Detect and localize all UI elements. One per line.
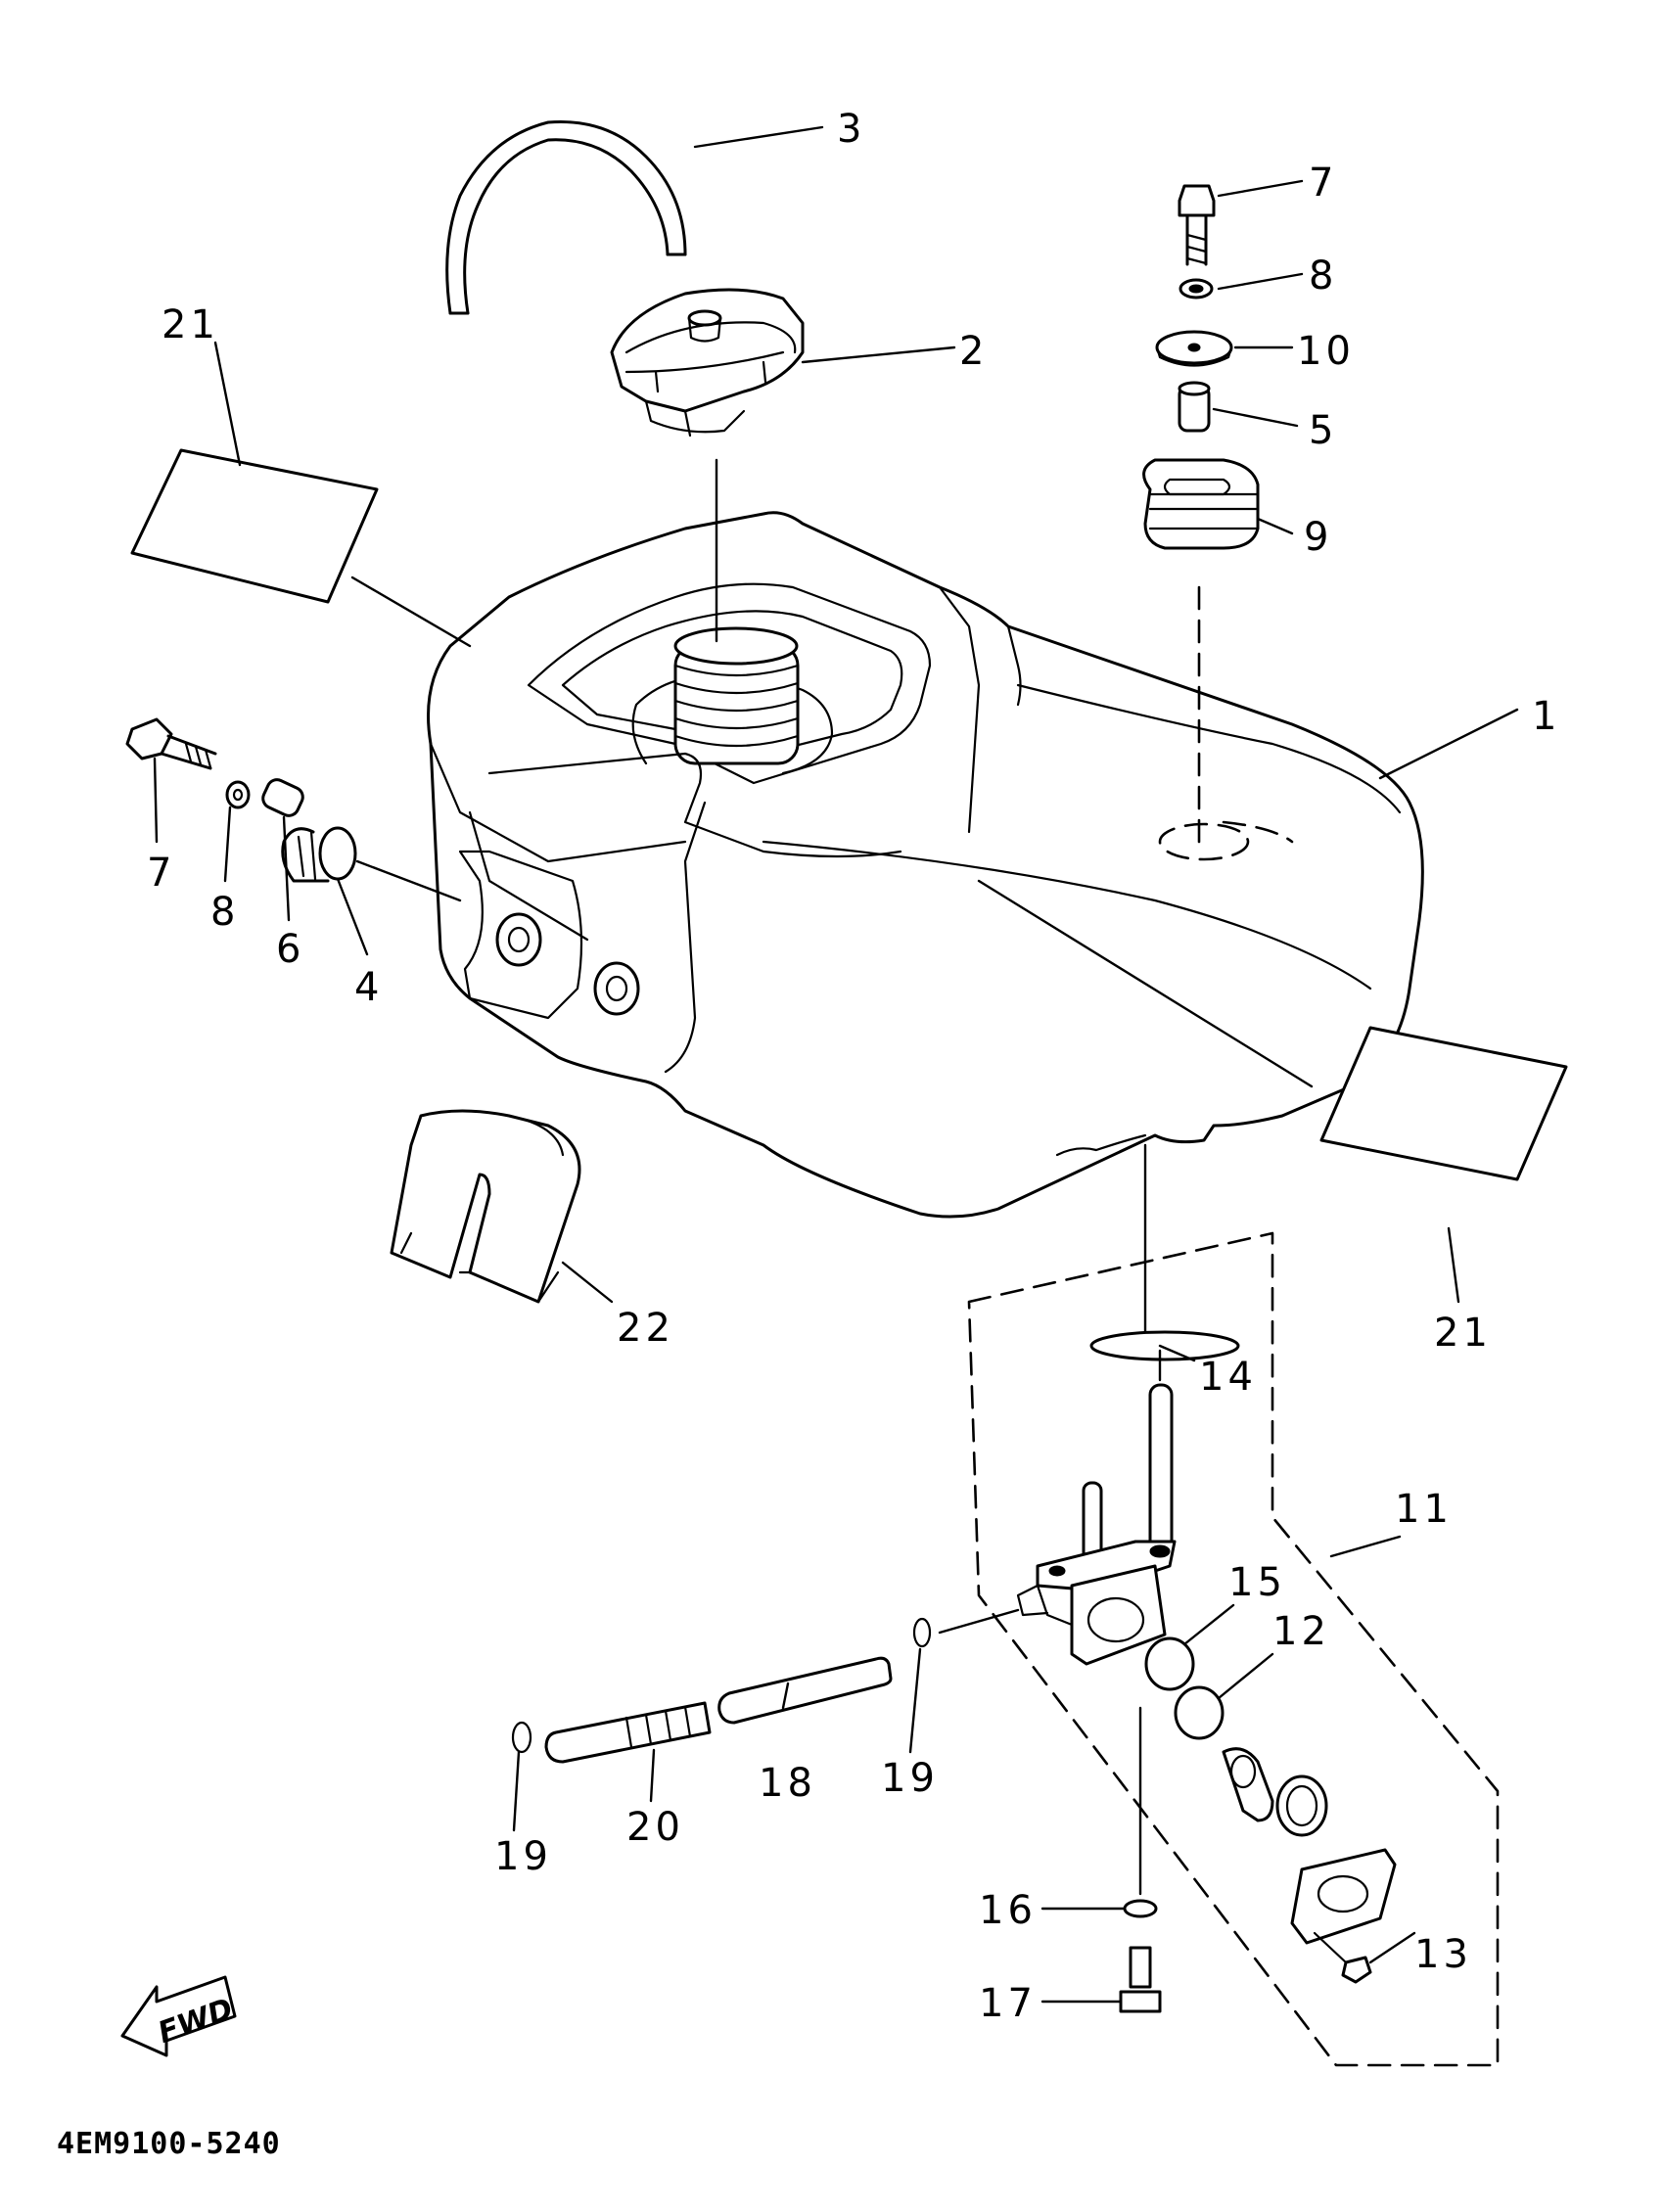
callout-2: 2: [959, 329, 988, 374]
callout-7-right: 7: [1309, 161, 1337, 206]
callout-17: 17: [979, 1981, 1037, 2026]
callout-1: 1: [1532, 694, 1560, 739]
decal-right: [1319, 1026, 1568, 1181]
hose-clip-right: [912, 1617, 932, 1648]
callout-leaders: [153, 125, 1519, 2004]
callout-9: 9: [1304, 515, 1332, 560]
fuel-pipe: [544, 1701, 712, 1764]
breather-hose: [445, 119, 687, 315]
fuel-tank: [427, 511, 1424, 1219]
hose-clip-left: [511, 1721, 532, 1754]
callout-labels: 1 2 3 4 5 6 7 7 8 8 9 10 11 12 13 14 15 …: [147, 107, 1560, 2026]
callout-21-right: 21: [1434, 1311, 1492, 1356]
callout-4: 4: [354, 965, 383, 1010]
part-code: 4EM9100-5240: [57, 2127, 281, 2161]
callout-7-left: 7: [147, 851, 175, 896]
callout-10: 10: [1297, 329, 1355, 374]
damper-assembly-right: [1142, 184, 1260, 550]
decal-left: [130, 448, 379, 604]
callout-14: 14: [1199, 1355, 1257, 1400]
callout-16: 16: [979, 1888, 1037, 1933]
callout-21-left: 21: [162, 302, 219, 347]
fuel-cap: [610, 288, 805, 438]
u-clip: [390, 1109, 581, 1304]
callout-19-right: 19: [881, 1756, 939, 1801]
fuel-cock-assembly: [967, 1143, 1500, 2067]
callout-12: 12: [1272, 1609, 1330, 1654]
callout-13: 13: [1414, 1932, 1472, 1977]
callout-20: 20: [626, 1805, 684, 1850]
callout-5: 5: [1309, 408, 1337, 453]
callout-22: 22: [617, 1306, 674, 1351]
callout-8-right: 8: [1309, 253, 1337, 299]
callout-11: 11: [1395, 1487, 1453, 1532]
callout-19-left: 19: [494, 1834, 552, 1879]
fwd-arrow-icon: FWD: [120, 1975, 238, 2057]
callout-3: 3: [837, 107, 865, 152]
fuel-hose: [717, 1656, 893, 1725]
damper-assembly-left: [125, 717, 357, 883]
callout-18: 18: [759, 1761, 816, 1806]
callout-15: 15: [1228, 1560, 1286, 1605]
callout-6: 6: [276, 927, 304, 972]
callout-8-left: 8: [210, 890, 239, 935]
